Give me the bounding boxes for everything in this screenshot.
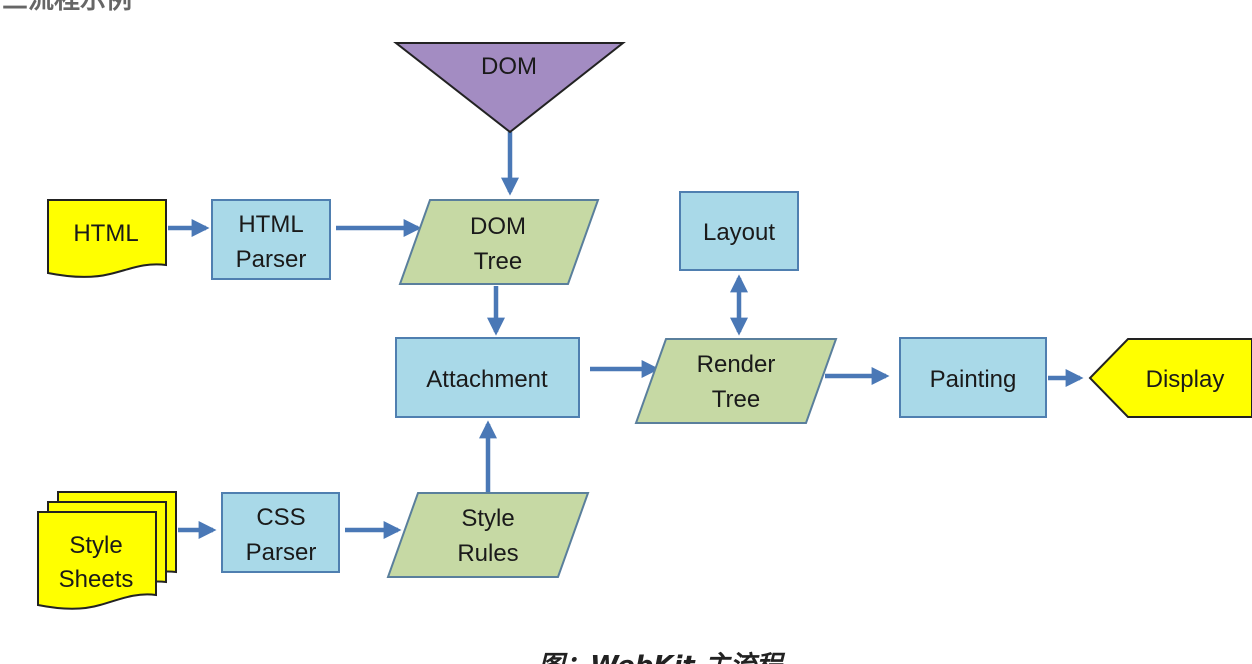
dom-tree-label-line1: DOM bbox=[470, 213, 526, 240]
render-tree-label-line2: Tree bbox=[712, 386, 760, 413]
layout-node: Layout bbox=[679, 191, 799, 271]
style-rules-node: Style Rules bbox=[386, 492, 590, 578]
style-sheets-node: Style Sheets bbox=[37, 491, 177, 610]
display-label: Display bbox=[1146, 366, 1225, 393]
html-parser-node: HTML Parser bbox=[211, 199, 331, 280]
attachment-label: Attachment bbox=[426, 366, 548, 393]
dom-tree-label-line2: Tree bbox=[474, 248, 522, 275]
css-parser-label-line1: CSS bbox=[256, 504, 305, 531]
dom-node: DOM bbox=[393, 42, 626, 134]
dom-tree-node: DOM Tree bbox=[398, 199, 600, 285]
html-parser-label-line2: Parser bbox=[236, 246, 307, 273]
css-parser-node: CSS Parser bbox=[221, 492, 340, 573]
style-sheets-label-line1: Style bbox=[69, 532, 122, 559]
painting-label: Painting bbox=[930, 366, 1017, 393]
figure-caption: 图：WebKit 主流程 bbox=[538, 651, 786, 664]
connectors bbox=[168, 132, 1084, 539]
html-document-node: HTML bbox=[47, 199, 167, 278]
attachment-node: Attachment bbox=[395, 337, 580, 418]
render-tree-label-line1: Render bbox=[697, 351, 776, 378]
css-parser-label-line2: Parser bbox=[246, 539, 317, 566]
html-document-label: HTML bbox=[73, 220, 138, 247]
painting-node: Painting bbox=[899, 337, 1047, 418]
html-parser-label-line1: HTML bbox=[238, 211, 303, 238]
layout-label: Layout bbox=[703, 219, 775, 246]
display-node: Display bbox=[1088, 338, 1252, 418]
dom-label: DOM bbox=[481, 53, 537, 80]
style-rules-label-line2: Rules bbox=[457, 540, 518, 567]
header-text: 三流程示例 bbox=[2, 0, 132, 15]
style-sheets-label-line2: Sheets bbox=[59, 566, 134, 593]
style-rules-label-line1: Style bbox=[461, 505, 514, 532]
render-tree-node: Render Tree bbox=[634, 338, 838, 424]
